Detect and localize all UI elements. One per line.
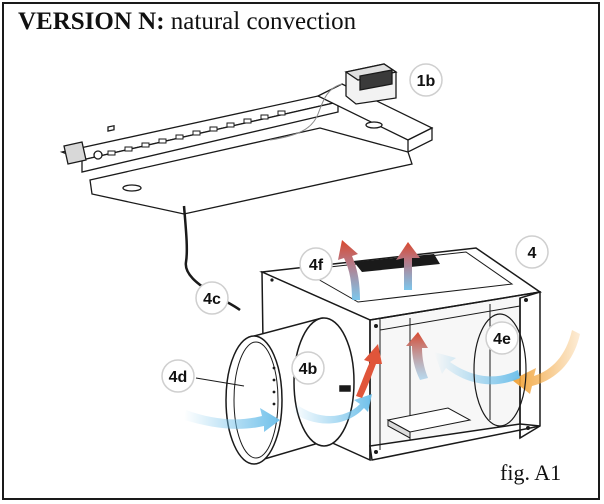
callout-4d: 4d <box>161 359 195 393</box>
callout-4d-text: 4d <box>169 369 188 386</box>
figure-caption: fig. A1 <box>500 460 562 485</box>
callout-4c: 4c <box>195 281 229 315</box>
arrow-warm-right <box>512 330 580 394</box>
heat-exchanger-4e <box>473 313 527 427</box>
callout-1b-text: 1b <box>417 73 436 90</box>
callout-1b: 1b <box>409 63 443 97</box>
top-slot <box>354 254 440 272</box>
arrow-exit-1 <box>338 240 360 300</box>
figure-title: VERSION N: natural convection <box>18 8 356 36</box>
figure-border <box>2 2 600 500</box>
tube-opening <box>225 335 283 465</box>
bracket-rail-front <box>81 101 339 173</box>
callout-4b: 4b <box>291 351 325 385</box>
callout-4e-text: 4e <box>493 331 511 348</box>
clamp-screw <box>93 150 103 160</box>
callout-4f: 4f <box>299 247 333 281</box>
arrow-rise-2 <box>406 332 428 380</box>
arrow-inner-right <box>434 352 520 385</box>
mounting-bracket <box>59 63 434 215</box>
title-version: VERSION N: <box>18 8 165 35</box>
airflow-arrows <box>184 240 580 432</box>
callout-4: 4 <box>515 235 549 269</box>
callout-4e: 4e <box>485 321 519 355</box>
inlet-tube <box>225 317 355 465</box>
arrow-cold-inlet <box>184 408 280 432</box>
arrow-exit-2 <box>396 242 420 290</box>
leader-4d <box>195 377 245 387</box>
rail-end-clamp <box>63 141 87 165</box>
arrow-rise-1 <box>356 344 382 398</box>
rail-slots <box>107 124 115 132</box>
callout-4-text: 4 <box>528 245 537 262</box>
bracket-plate <box>89 127 413 215</box>
callout-4f-text: 4f <box>309 257 324 274</box>
arrow-tube-flow <box>292 394 372 424</box>
cable-bracket <box>269 83 343 141</box>
callout-4b-text: 4b <box>299 361 318 378</box>
title-text: natural convection <box>164 8 357 35</box>
tube-holes <box>272 366 276 406</box>
callout-4c-text: 4c <box>203 291 221 308</box>
